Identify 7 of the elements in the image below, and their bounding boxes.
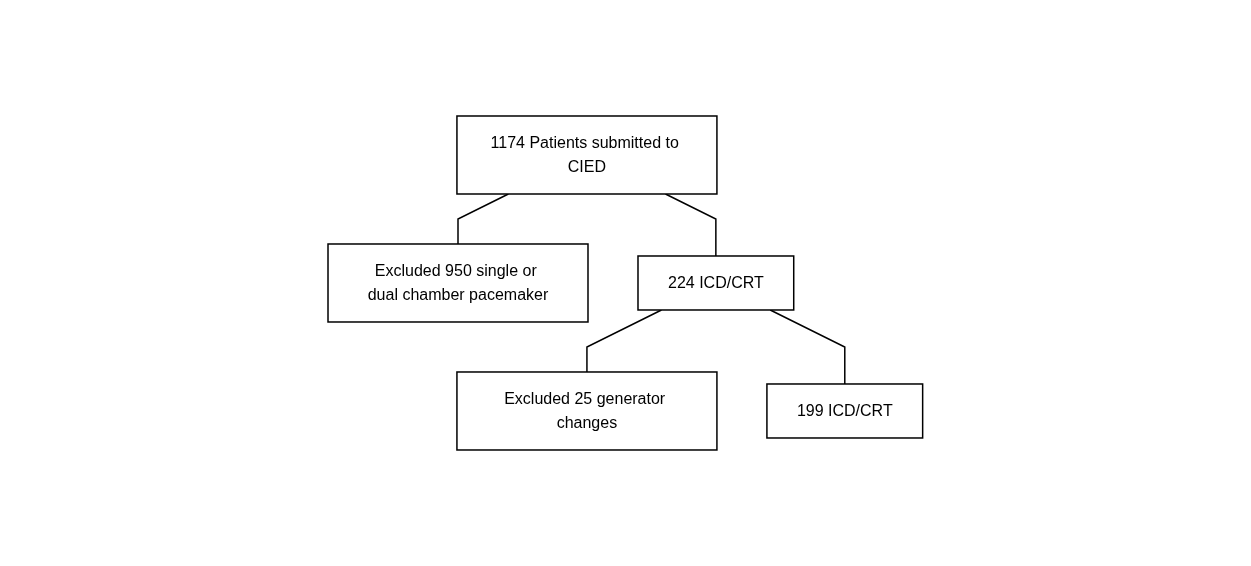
connector: [586, 309, 663, 373]
node-box: 1174 Patients submitted to CIED: [456, 115, 718, 195]
node-box: Excluded 25 generator changes: [456, 371, 718, 451]
node-box: 224 ICD/CRT: [637, 255, 795, 311]
node-box: Excluded 950 single or dual chamber pacemaker: [327, 243, 589, 323]
node-box: 199 ICD/CRT: [766, 383, 924, 439]
connector: [769, 309, 846, 385]
